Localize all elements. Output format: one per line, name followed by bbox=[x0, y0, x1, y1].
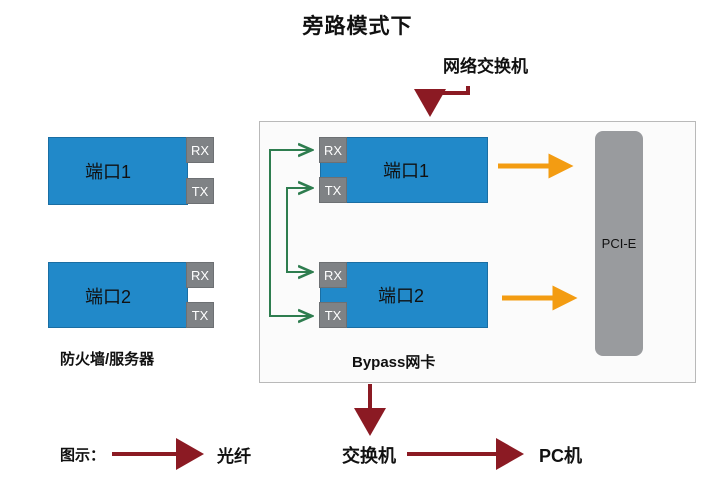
left-port-1: 端口1 bbox=[48, 137, 188, 205]
bottom-pc-label: PC机 bbox=[539, 446, 583, 466]
bypass-card-caption: Bypass网卡 bbox=[352, 354, 436, 371]
left-port-2-tx: TX bbox=[186, 302, 214, 328]
left-port-1-rx: RX bbox=[186, 137, 214, 163]
bypass-port-1-rx: RX bbox=[319, 137, 347, 163]
left-port-2: 端口2 bbox=[48, 262, 188, 328]
pcie-bus: PCI-E bbox=[595, 131, 643, 356]
left-port-1-label: 端口1 bbox=[85, 162, 132, 182]
bypass-port-2-tx: TX bbox=[319, 302, 347, 328]
bypass-port-1-tx: TX bbox=[319, 177, 347, 203]
bypass-port-1: 端口1 bbox=[320, 137, 488, 203]
legend-prefix: 图示： bbox=[60, 447, 106, 464]
fiber-switch-to-card bbox=[414, 86, 470, 117]
network-switch-label: 网络交换机 bbox=[443, 57, 528, 76]
bypass-port-2-rx: RX bbox=[319, 262, 347, 288]
left-device-caption: 防火墙/服务器 bbox=[60, 351, 155, 368]
left-port-1-tx: TX bbox=[186, 178, 214, 204]
bypass-port-2-label: 端口2 bbox=[378, 286, 425, 306]
legend-fiber-label: 光纤 bbox=[217, 447, 251, 466]
bypass-loop-outer bbox=[269, 149, 310, 316]
diagram-title: 旁路模式下 bbox=[302, 15, 413, 38]
bypass-loop-inner bbox=[286, 187, 310, 272]
bypass-port-2: 端口2 bbox=[320, 262, 488, 328]
left-port-2-rx: RX bbox=[186, 262, 214, 288]
left-port-2-label: 端口2 bbox=[85, 287, 132, 307]
bottom-switch-label: 交换机 bbox=[342, 446, 396, 466]
bypass-port-1-label: 端口1 bbox=[383, 161, 430, 181]
